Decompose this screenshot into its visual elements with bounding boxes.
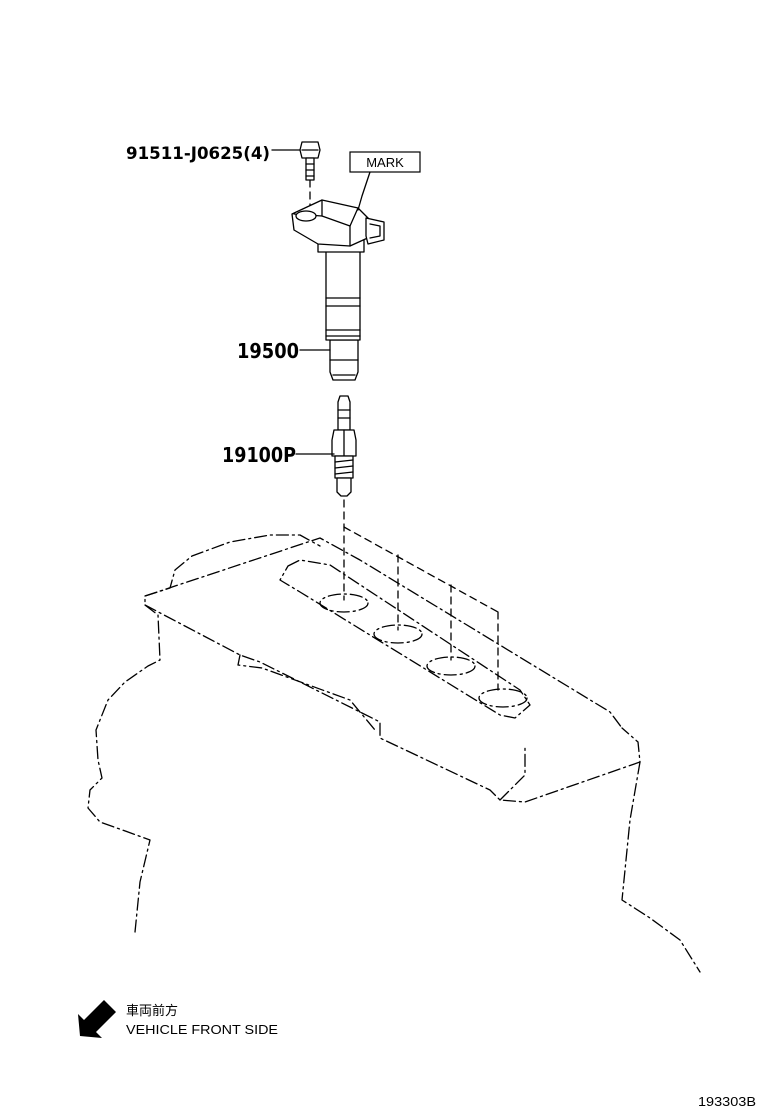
ignition-coil-drawing: [291, 199, 385, 381]
coil-part-number: 19500: [237, 339, 299, 363]
engine-block-outline: [87, 534, 701, 973]
bolt-part-number: 91511-J0625(4): [126, 144, 270, 164]
bolt-drawing: [299, 141, 321, 181]
vehicle-front-label-en: VEHICLE FRONT SIDE: [126, 1022, 278, 1037]
vehicle-front-label-jp: 車両前方: [126, 1003, 178, 1018]
leader-lines: [271, 149, 371, 455]
figure-code: 193303B: [698, 1094, 756, 1109]
bolt-quantity: (4): [243, 144, 270, 164]
spark-plug-drawing: [331, 395, 357, 497]
mark-callout: MARK: [349, 151, 421, 173]
spark-plug-part-number: 19100P: [222, 443, 296, 467]
vehicle-front-indicator: 車両前方 VEHICLE FRONT SIDE: [78, 1000, 278, 1038]
bolt-number: 91511-J0625: [126, 144, 243, 164]
mark-label: MARK: [366, 155, 404, 170]
arrow-down-left-icon: [78, 1000, 116, 1038]
